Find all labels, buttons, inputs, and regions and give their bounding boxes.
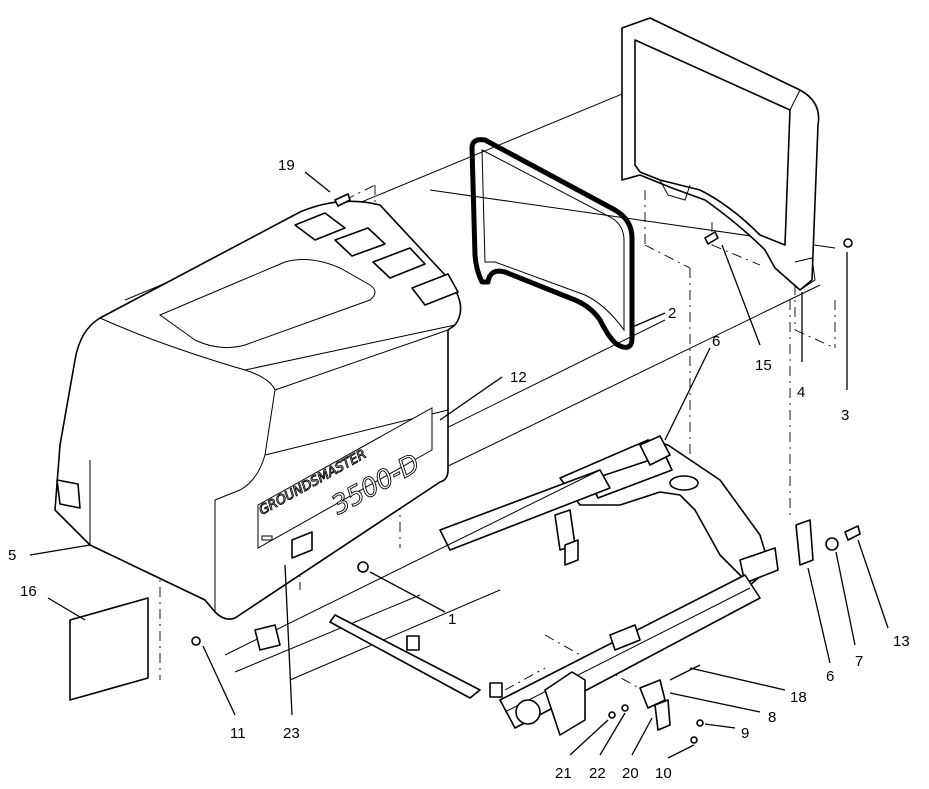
callout-19: 20 bbox=[622, 765, 639, 782]
callout-18: 19 bbox=[278, 157, 295, 174]
screw-10 bbox=[690, 736, 698, 744]
nut-3 bbox=[843, 238, 853, 248]
callout-12: 12 bbox=[510, 369, 527, 386]
washer-7 bbox=[825, 537, 839, 551]
callout-6a: 6 bbox=[712, 333, 720, 350]
callout-20: 18 bbox=[790, 689, 807, 706]
callout-2: 2 bbox=[668, 305, 676, 322]
callout-4: 4 bbox=[797, 384, 805, 401]
callout-21: 22 bbox=[589, 765, 606, 782]
window-seal bbox=[469, 137, 635, 350]
callout-13: 13 bbox=[893, 633, 910, 650]
leader-lines bbox=[29, 171, 889, 759]
decal-sheet bbox=[69, 597, 149, 701]
screw-18 bbox=[334, 193, 351, 207]
callout-23: 23 bbox=[283, 725, 300, 742]
callout-1: 1 bbox=[448, 611, 456, 628]
callout-8: 8 bbox=[768, 709, 776, 726]
callout-11: 11 bbox=[230, 725, 246, 742]
callout-7: 7 bbox=[855, 653, 863, 670]
hood-cover bbox=[54, 200, 462, 620]
nut-1 bbox=[357, 561, 369, 573]
callout-16: 16 bbox=[20, 583, 37, 600]
windshield-frame bbox=[621, 17, 820, 291]
screw-9 bbox=[696, 719, 704, 727]
callout-5: 5 bbox=[8, 547, 16, 564]
callout-6b: 6 bbox=[826, 668, 834, 685]
callout-15: 15 bbox=[755, 357, 772, 374]
nut-21 bbox=[621, 704, 629, 712]
pin-15 bbox=[704, 231, 719, 245]
callout-9: 9 bbox=[741, 725, 749, 742]
fasteners bbox=[191, 193, 861, 744]
nut-11 bbox=[191, 636, 201, 646]
callout-labels: 19 2 6 15 4 3 12 5 16 1 11 23 13 7 6 18 … bbox=[8, 157, 910, 782]
small-decal bbox=[291, 531, 313, 559]
callout-22: 21 bbox=[555, 765, 572, 782]
bolt-13 bbox=[844, 525, 861, 541]
callout-10: 10 bbox=[655, 765, 672, 782]
nut-22 bbox=[608, 711, 616, 719]
side-bracket bbox=[795, 519, 814, 566]
callout-3: 3 bbox=[841, 407, 849, 424]
mounting-frame bbox=[224, 435, 779, 736]
